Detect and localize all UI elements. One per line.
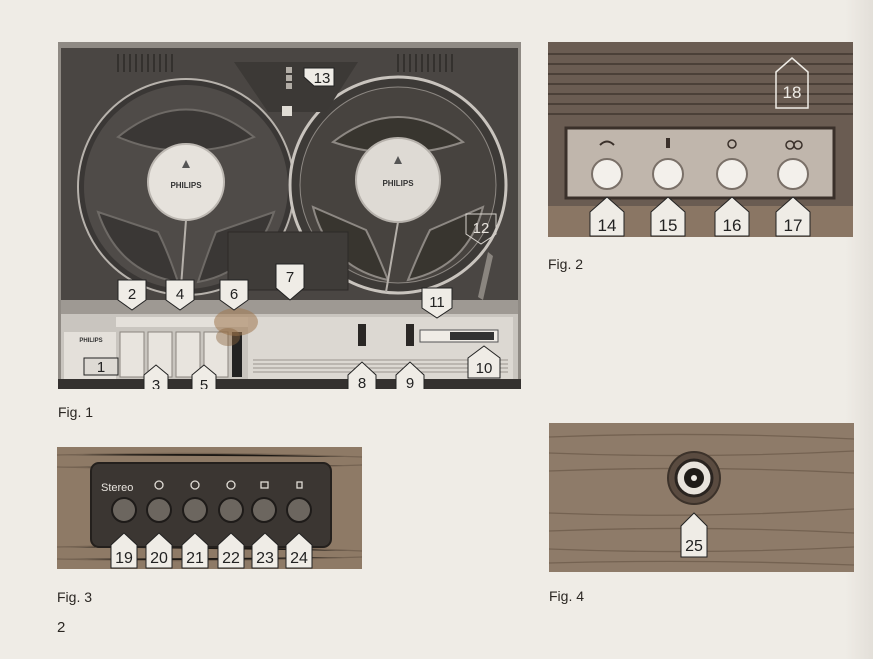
svg-text:5: 5 [200,377,208,389]
callout-8: 8 [347,361,377,389]
callout-11: 11 [421,287,453,319]
svg-text:14: 14 [598,216,617,235]
fig3-sockets [111,497,312,523]
callout-9: 9 [395,361,425,389]
front-panel-brand-label: PHILIPS [79,338,102,344]
figure-4-caption: Fig. 4 [549,588,585,604]
callout-18: 18 [775,57,809,109]
callout-23: 23 [251,532,279,569]
svg-text:25: 25 [685,538,703,555]
fig2-button-symbols [599,138,803,150]
right-reel-brand-label: PHILIPS [382,179,414,188]
callout-1: 1 [83,357,119,376]
callout-14: 14 [589,196,625,237]
svg-text:15: 15 [659,216,678,235]
callout-13: 13 [303,67,335,87]
figure-3-caption: Fig. 3 [57,589,93,605]
svg-text:18: 18 [783,83,802,102]
callout-21: 21 [181,532,209,569]
fig3-callouts: 19 20 21 22 23 24 [110,532,313,569]
svg-text:10: 10 [476,360,493,377]
svg-text:17: 17 [784,216,803,235]
callout-24: 24 [285,532,313,569]
fig2-buttons [591,158,809,190]
svg-text:22: 22 [222,550,240,567]
single-socket-illustration: 25 [549,423,854,572]
figure-2-caption: Fig. 2 [548,256,584,272]
svg-text:20: 20 [150,550,168,567]
figure-2-top-panel-photo: 14 15 16 17 18 [548,42,853,237]
svg-text:12: 12 [473,220,490,237]
fig1-callouts: 1 2 3 4 5 6 7 [83,67,501,389]
figure-1-tape-recorder-photo: PHILIPS PHILIPS [58,42,521,389]
svg-text:3: 3 [152,377,160,389]
dc-socket [667,451,721,505]
svg-text:23: 23 [256,550,274,567]
callout-5: 5 [191,364,217,389]
socket-panel-illustration: Stereo 19 20 21 [57,447,362,569]
figure-1-caption: Fig. 1 [58,404,94,420]
svg-text:13: 13 [314,70,331,87]
page-edge-shadow [845,0,873,659]
figure-3-sockets-photo: Stereo 19 20 21 [57,447,362,569]
fig2-callouts: 14 15 16 17 18 [589,57,811,237]
callout-2: 2 [117,279,147,311]
figure-4-socket-photo: 25 [549,423,854,572]
callout-10: 10 [467,345,501,379]
stereo-label: Stereo [101,482,133,494]
svg-text:21: 21 [186,550,204,567]
callout-7: 7 [275,263,305,301]
callout-22: 22 [217,532,245,569]
callout-6: 6 [219,279,249,311]
svg-text:19: 19 [115,550,133,567]
callout-3: 3 [143,364,169,389]
callout-15: 15 [650,196,686,237]
tape-recorder-illustration: PHILIPS PHILIPS [58,42,521,389]
svg-text:24: 24 [290,550,308,567]
control-buttons-illustration: 14 15 16 17 18 [548,42,853,237]
svg-text:9: 9 [406,375,414,389]
svg-text:11: 11 [429,294,445,311]
fig3-socket-symbols [154,480,303,490]
svg-text:6: 6 [230,286,238,303]
svg-text:1: 1 [97,359,105,376]
callout-25: 25 [680,512,708,558]
svg-text:7: 7 [286,269,294,286]
svg-text:2: 2 [128,286,136,303]
svg-text:8: 8 [358,375,366,389]
page-number: 2 [57,619,66,636]
left-reel-brand-label: PHILIPS [170,181,202,190]
svg-text:16: 16 [723,216,742,235]
callout-4: 4 [165,279,195,311]
callout-12: 12 [465,213,497,245]
fig4-callouts: 25 [680,512,708,558]
svg-text:4: 4 [176,286,184,303]
callout-16: 16 [714,196,750,237]
callout-19: 19 [110,532,138,569]
callout-20: 20 [145,532,173,569]
callout-17: 17 [775,196,811,237]
